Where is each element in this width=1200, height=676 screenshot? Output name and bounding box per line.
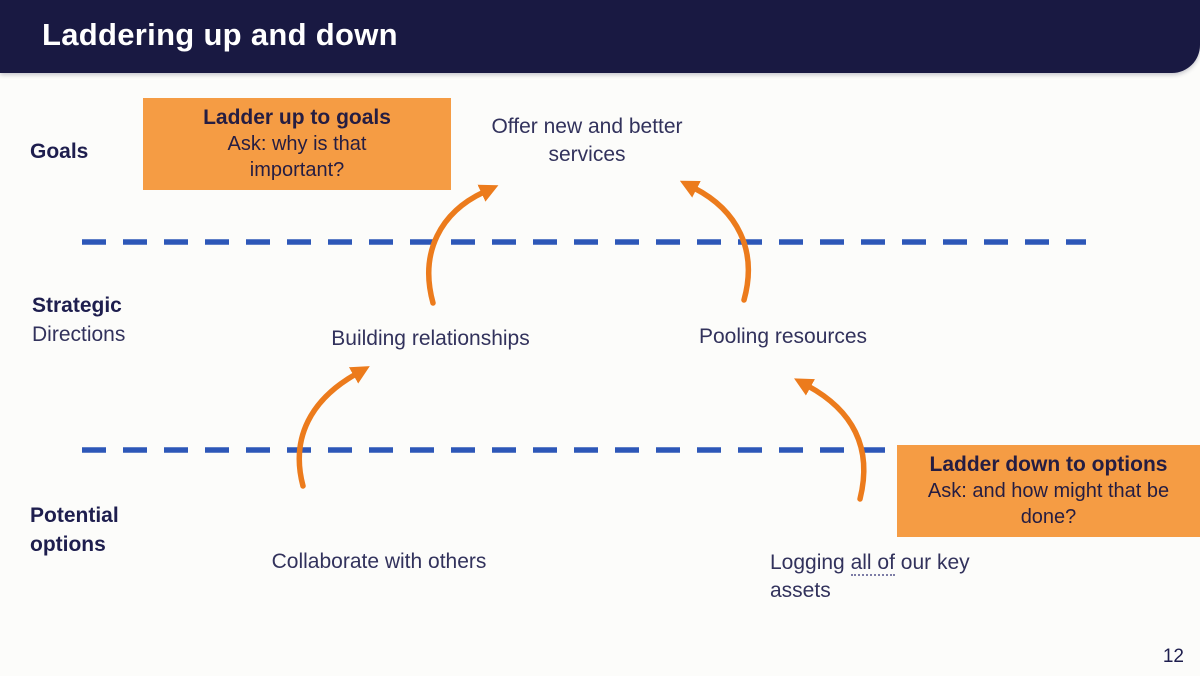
callout-ladder-up-body: Ask: why is that important? [227,133,367,181]
node-logging-suffix: our key assets [770,551,970,602]
callout-ladder-up: Ladder up to goals Ask: why is that impo… [143,98,451,190]
node-logging-assets: Logging all of our key assets [770,549,1020,605]
node-logging-prefix: Logging [770,551,851,574]
row-label-goals-text: Goals [30,140,89,163]
row-label-strategic: Strategic Directions [32,291,125,349]
row-label-potential-line2: options [30,533,106,556]
row-label-strategic-line2: Directions [32,323,126,346]
node-goal: Offer new and better services [491,115,683,166]
callout-ladder-down-heading: Ladder down to options [929,453,1168,476]
arrow-collaborate-to-building [296,366,370,489]
callout-ladder-down-body: Ask: and how might that be done? [927,480,1170,528]
page-number: 12 [1162,646,1184,667]
node-collaborate-with-others: Collaborate with others [271,550,487,573]
callout-ladder-up-heading: Ladder up to goals [203,106,391,129]
node-logging-underlined: all of [850,551,895,576]
node-pooling-resources: Pooling resources [698,325,868,348]
page-title: Laddering up and down [42,16,398,52]
arrow-logging-to-pooling [794,378,867,502]
row-label-goals: Goals [30,137,88,166]
arrow-building-to-goal [426,184,499,306]
slide-header: Laddering up and down [0,0,1200,73]
row-label-potential-line1: Potential [30,504,119,527]
node-building-relationships: Building relationships [331,327,530,350]
arrow-pooling-to-goal [679,180,752,303]
row-label-potential: Potential options [30,501,119,559]
callout-ladder-down: Ladder down to options Ask: and how migh… [897,445,1200,537]
row-label-strategic-line1: Strategic [32,294,122,317]
